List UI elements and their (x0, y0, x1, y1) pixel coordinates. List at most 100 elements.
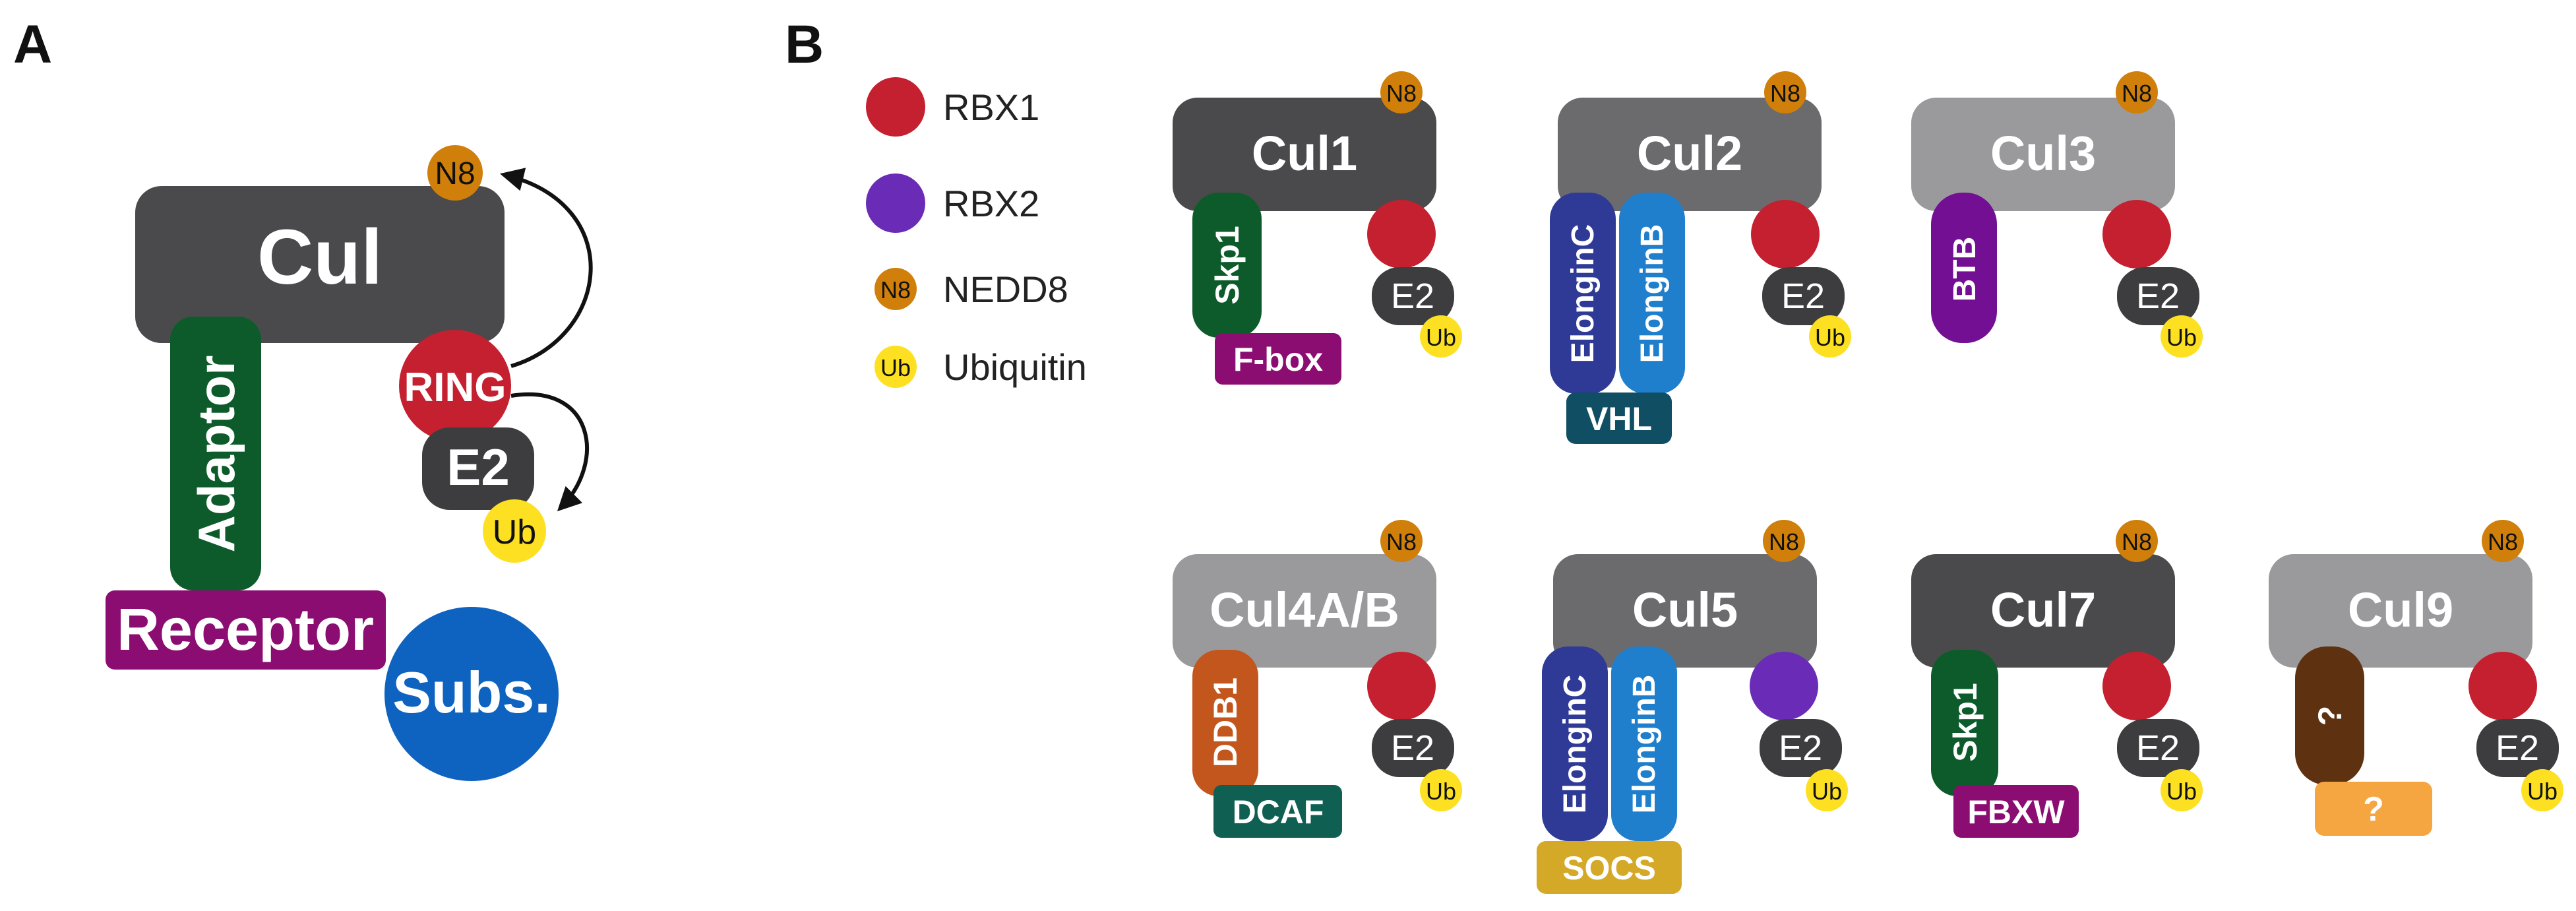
cul9-receptor-label: ? (2363, 790, 2384, 829)
cul1-e2-label: E2 (1391, 276, 1434, 316)
cul9-nedd8 (2482, 520, 2524, 562)
cul3-ub-label: Ub (2166, 324, 2197, 351)
panel-a-cullin (135, 186, 505, 343)
panel-a-receptor-label: Receptor (117, 597, 374, 663)
legend-nedd8-symbol: N8 (880, 276, 911, 303)
cul2-name: Cul2 (1637, 126, 1742, 181)
cul2-ub-label: Ub (1815, 324, 1845, 351)
legend-ub-label: Ubiquitin (943, 346, 1087, 388)
cul4ab-ub-label: Ub (1426, 778, 1456, 805)
cul7-ub (2161, 769, 2203, 811)
cul7-rbx (2102, 652, 2171, 720)
cul3-adaptor-btb (1931, 193, 1997, 343)
cul1-e2 (1372, 267, 1454, 325)
cul2-ub (1809, 315, 1851, 358)
complex-cul4ab: Cul4A/B N8 DDB1 DCAF E2 Ub (1173, 520, 1462, 838)
cul7-adaptor-label: Skp1 (1947, 683, 1984, 762)
cul4ab-name: Cul4A/B (1210, 582, 1399, 637)
panel-b-letter: B (785, 15, 824, 75)
cul7-receptor (1953, 785, 2079, 838)
cul9-e2 (2476, 719, 2559, 777)
cul2-adaptor-elonginc-label: ElonginC (1566, 224, 1601, 363)
cul1-ub (1420, 315, 1462, 358)
panel-a-ubiquitin (483, 499, 546, 563)
cul9-receptor (2315, 782, 2432, 836)
legend-rbx1-label: RBX1 (943, 86, 1039, 128)
cul2-receptor-label: VHL (1586, 400, 1652, 437)
cul1-nedd8 (1380, 71, 1423, 113)
cul5-rbx (1750, 652, 1818, 720)
panel-a: A Cul N8 Adaptor Receptor Subs. RING E2 … (13, 15, 593, 781)
cul2-nedd8-label: N8 (1770, 80, 1800, 107)
cul2-receptor (1566, 393, 1672, 444)
cul5-adaptor-elonginb (1611, 646, 1677, 841)
cul2-adaptor-elonginb-label: ElonginB (1635, 224, 1670, 363)
cul5-ub (1806, 769, 1848, 811)
cul4ab-ub (1420, 769, 1462, 811)
panel-a-substrate (384, 607, 559, 781)
cul4ab-cullin (1173, 554, 1436, 668)
cul4ab-e2 (1372, 719, 1454, 777)
cul3-e2-label: E2 (2136, 276, 2180, 316)
cul2-e2 (1762, 267, 1845, 325)
cul2-rbx (1751, 200, 1820, 268)
cul4ab-adaptor-ddb1 (1192, 650, 1258, 796)
cul3-cullin (1911, 98, 2175, 211)
cul9-rbx (2469, 652, 2537, 720)
cul4ab-nedd8-label: N8 (1386, 528, 1417, 555)
cul1-rbx (1367, 200, 1436, 268)
complex-cul5: Cul5 N8 ElonginC ElonginB SOCS E2 Ub (1537, 520, 1848, 894)
cul2-nedd8 (1764, 71, 1806, 113)
cul5-e2 (1760, 719, 1842, 777)
panel-a-cullin-label: Cul (257, 214, 383, 301)
cul9-name: Cul9 (2348, 582, 2453, 637)
cul5-nedd8 (1763, 520, 1805, 562)
panel-a-letter: A (13, 15, 52, 75)
legend-nedd8-label: NEDD8 (943, 268, 1068, 310)
cul5-adaptor-elonginc (1542, 646, 1608, 841)
cul2-adaptor-elonginb (1619, 193, 1685, 394)
legend-rbx2-label: RBX2 (943, 183, 1039, 224)
cul4ab-receptor (1213, 785, 1342, 838)
cul7-cullin (1911, 554, 2175, 668)
cul5-adaptor-elonginc-label: ElonginC (1558, 675, 1593, 814)
legend: RBX1 RBX2 N8 NEDD8 Ub Ubiquitin (866, 77, 1087, 388)
cul1-ub-label: Ub (1426, 324, 1456, 351)
cul7-adaptor-skp1 (1931, 650, 1998, 796)
panel-a-ubiquitin-label: Ub (493, 513, 536, 551)
panel-a-nedd8 (427, 145, 483, 201)
panel-a-receptor (106, 590, 386, 670)
legend-rbx2-swatch (866, 173, 925, 233)
cul1-receptor (1215, 333, 1341, 385)
cul4ab-e2-label: E2 (1391, 728, 1434, 768)
cul1-nedd8-label: N8 (1386, 80, 1417, 107)
cul3-ub (2161, 315, 2203, 358)
cul9-ub (2521, 769, 2563, 811)
cul3-e2 (2117, 267, 2199, 325)
cul2-cullin (1558, 98, 1822, 211)
cul1-adaptor-skp1 (1192, 193, 1262, 338)
cul1-cullin (1173, 98, 1436, 211)
legend-rbx1-swatch (866, 77, 925, 137)
complex-cul7: Cul7 N8 Skp1 FBXW E2 Ub (1911, 520, 2203, 838)
complex-cul9: Cul9 N8 ? ? E2 Ub (2269, 520, 2563, 836)
cul7-nedd8 (2116, 520, 2158, 562)
cul1-adaptor-label: Skp1 (1209, 226, 1246, 305)
cul7-name: Cul7 (1990, 582, 2096, 637)
cul3-name: Cul3 (1990, 126, 2096, 181)
panel-a-ring (399, 330, 511, 442)
cul5-receptor (1537, 841, 1682, 894)
complex-cul2: Cul2 N8 ElonginC ElonginB VHL E2 Ub (1550, 71, 1851, 444)
panel-a-e2 (422, 427, 534, 510)
panel-a-ring-label: RING (404, 365, 506, 410)
panel-a-nedd8-label: N8 (435, 156, 475, 191)
cul3-nedd8 (2116, 71, 2158, 113)
panel-a-substrate-label: Subs. (392, 660, 551, 725)
cul5-cullin (1553, 554, 1817, 668)
complex-cul1: Cul1 N8 Skp1 F-box E2 Ub (1173, 71, 1462, 385)
panel-a-ub-transfer-arrow (510, 392, 589, 512)
panel-a-adaptor (170, 317, 261, 590)
cul5-name: Cul5 (1632, 582, 1738, 637)
cul9-cullin (2269, 554, 2532, 668)
